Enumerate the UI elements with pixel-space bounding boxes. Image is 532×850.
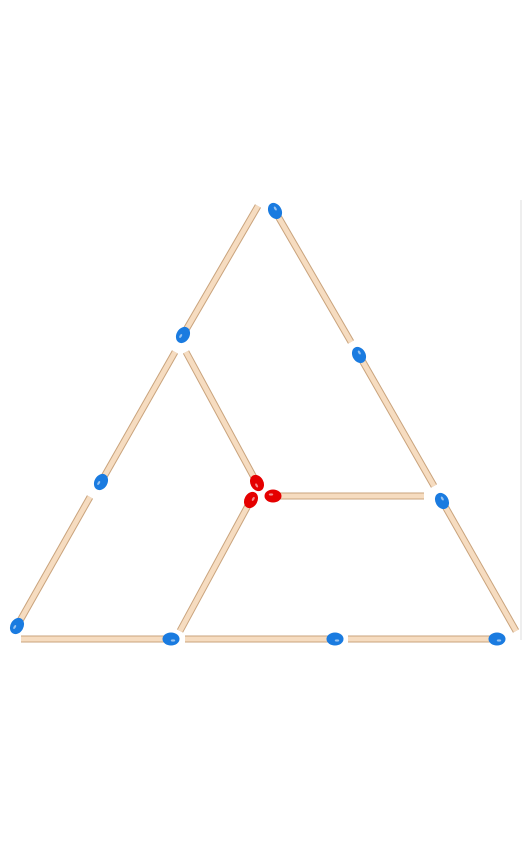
- matchstick-body: [177, 502, 252, 633]
- match-head-shine: [13, 625, 17, 629]
- blue-match-head: [434, 492, 450, 510]
- match-bottom-left: [21, 632, 180, 646]
- match-head-shine: [440, 496, 444, 501]
- matchstick-body: [100, 350, 178, 480]
- match-top-left: [175, 204, 262, 344]
- match-bottom-middle: [185, 632, 344, 646]
- match-head-shine: [251, 496, 255, 501]
- blue-match-head: [93, 473, 109, 491]
- blue-match-head: [326, 632, 344, 646]
- blue-match-head: [9, 617, 25, 635]
- match-head-shine: [357, 350, 361, 355]
- match-head-shine: [255, 483, 259, 488]
- match-inner-lower: [176, 491, 259, 633]
- blue-match-head: [488, 632, 506, 646]
- match-head-shine: [179, 333, 183, 338]
- matchstick-body: [358, 357, 437, 488]
- matches-layer: [9, 202, 520, 646]
- matchstick-body: [182, 204, 261, 333]
- match-mid-left: [93, 350, 179, 491]
- match-head-shine: [170, 639, 176, 642]
- match-head-shine: [273, 206, 277, 211]
- matchstick-body: [16, 495, 93, 624]
- match-inner-horizontal: [264, 489, 424, 503]
- match-lower-left: [9, 495, 94, 635]
- blue-match-head: [267, 202, 283, 220]
- red-match-head: [243, 491, 259, 509]
- blue-match-head: [175, 326, 191, 344]
- red-match-head: [264, 489, 282, 503]
- blue-match-head: [162, 632, 180, 646]
- matchstick-body: [441, 503, 519, 633]
- matchstick-body: [274, 213, 354, 344]
- match-top-right: [267, 202, 355, 344]
- match-head-shine: [97, 481, 101, 485]
- match-lower-right: [434, 492, 520, 633]
- blue-match-head: [351, 346, 367, 364]
- red-match-head: [249, 474, 265, 492]
- matchstick-body: [183, 350, 258, 481]
- match-head-shine: [496, 639, 502, 642]
- match-upper-right: [351, 346, 438, 488]
- match-inner-upper: [182, 350, 265, 492]
- match-head-shine: [268, 493, 274, 496]
- match-head-shine: [334, 639, 340, 642]
- match-bottom-right: [348, 632, 506, 646]
